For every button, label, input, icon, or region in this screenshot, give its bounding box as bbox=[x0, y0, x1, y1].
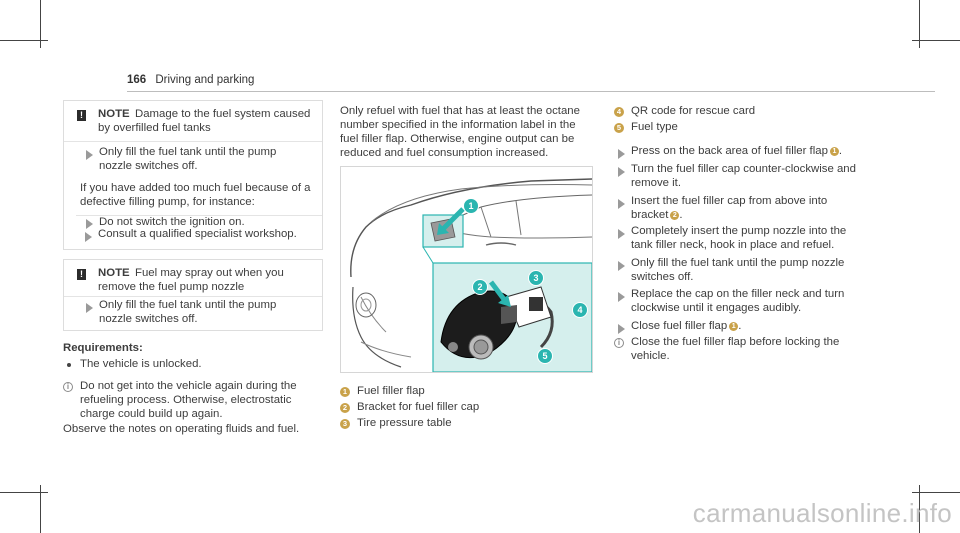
step-line: Do not switch the ignition on. bbox=[99, 216, 245, 228]
step-line: remove it. bbox=[631, 177, 682, 189]
figure-callout-2: 2 bbox=[472, 279, 488, 295]
step-arrow-icon bbox=[86, 150, 93, 160]
step-arrow-icon bbox=[85, 232, 92, 242]
figure-callout-3: 3 bbox=[528, 270, 544, 286]
car-fuel-flap-illustration bbox=[350, 178, 593, 373]
info-line: Do not get into the vehicle again during… bbox=[80, 380, 297, 392]
crop-mark bbox=[919, 485, 920, 533]
page-header: 166 Driving and parking bbox=[127, 74, 254, 86]
step-arrow-icon bbox=[618, 199, 625, 209]
step-arrow-icon bbox=[86, 303, 93, 313]
step-line: clockwise until it engages audibly. bbox=[631, 302, 802, 314]
step-ref: 1 bbox=[829, 147, 839, 156]
note-paragraph: If you have added too much fuel because … bbox=[80, 182, 311, 194]
step-arrow-icon bbox=[618, 167, 625, 177]
step-line: Replace the cap on the filler neck and t… bbox=[631, 288, 845, 300]
page-number: 166 bbox=[127, 74, 147, 86]
bullet-icon bbox=[67, 363, 71, 367]
legend-text: Tire pressure table bbox=[357, 417, 452, 429]
step-suffix: . bbox=[679, 209, 683, 221]
step-arrow-icon bbox=[618, 292, 625, 302]
crop-mark bbox=[912, 40, 960, 41]
step-arrow-icon bbox=[618, 261, 625, 271]
note-title: NOTE bbox=[98, 108, 130, 120]
header-rule bbox=[127, 91, 935, 92]
warning-icon: ! bbox=[77, 110, 86, 121]
note-box-overfill: ! NOTE Damage to the fuel system caused … bbox=[63, 100, 323, 250]
info-line: refueling process. Otherwise, electrosta… bbox=[80, 394, 292, 406]
step-arrow-icon bbox=[618, 229, 625, 239]
crop-mark bbox=[912, 492, 960, 493]
step-line: Only fill the fuel tank until the pump bbox=[99, 146, 277, 158]
note-line: Damage to the fuel system caused bbox=[135, 108, 311, 120]
legend-number: 1 bbox=[340, 387, 350, 397]
legend-text: Fuel filler flap bbox=[357, 385, 425, 397]
step-text: Press on the back area of fuel filler fl… bbox=[631, 145, 828, 157]
info-icon: i bbox=[614, 338, 624, 348]
requirement-item: The vehicle is unlocked. bbox=[80, 358, 202, 370]
legend-text: Bracket for fuel filler cap bbox=[357, 401, 480, 413]
crop-mark bbox=[40, 485, 41, 533]
divider bbox=[76, 215, 322, 216]
step-text: bracket bbox=[631, 209, 669, 221]
legend-text: Fuel type bbox=[631, 121, 678, 133]
observe-text: Observe the notes on operating fluids an… bbox=[63, 423, 300, 435]
note-line: Fuel may spray out when you bbox=[135, 267, 284, 279]
crop-mark bbox=[0, 40, 48, 41]
info-line: charge could build up again. bbox=[80, 408, 223, 420]
step-line: Completely insert the pump nozzle into t… bbox=[631, 225, 847, 237]
legend-number: 2 bbox=[340, 403, 350, 413]
divider bbox=[64, 296, 322, 297]
crop-mark bbox=[40, 0, 41, 48]
step-ref: 2 bbox=[670, 211, 680, 220]
figure-callout-1: 1 bbox=[463, 198, 479, 214]
watermark: carmanualsonline.info bbox=[692, 498, 952, 528]
step-suffix: . bbox=[838, 145, 843, 157]
note-box-spray: ! NOTE Fuel may spray out when you remov… bbox=[63, 259, 323, 331]
step-line: nozzle switches off. bbox=[99, 160, 198, 172]
crop-mark bbox=[0, 492, 48, 493]
note-line: remove the fuel pump nozzle bbox=[98, 281, 245, 293]
step-text: Close fuel filler flap bbox=[631, 320, 728, 332]
note-title: NOTE bbox=[98, 267, 130, 279]
info-line: vehicle. bbox=[631, 350, 670, 362]
step-line: switches off. bbox=[631, 271, 694, 283]
figure-callout-5: 5 bbox=[537, 348, 553, 364]
legend-number: 5 bbox=[614, 123, 624, 133]
note-line: by overfilled fuel tanks bbox=[98, 122, 211, 134]
step-suffix: . bbox=[738, 320, 742, 332]
fuel-filler-figure: 1 2 3 4 5 bbox=[340, 166, 593, 373]
step-line: Press on the back area of fuel filler fl… bbox=[631, 144, 842, 158]
step-ref: 1 bbox=[729, 322, 739, 331]
note-paragraph: defective filling pump, for instance: bbox=[80, 196, 255, 208]
step-line: Only fill the fuel tank until the pump n… bbox=[631, 257, 845, 269]
step-arrow-icon bbox=[618, 324, 625, 334]
step-line: tank filler neck, hook in place and refu… bbox=[631, 239, 835, 251]
legend-text: QR code for rescue card bbox=[631, 105, 756, 117]
step-arrow-icon bbox=[618, 149, 625, 159]
info-icon: i bbox=[63, 382, 73, 392]
intro-line: fuel filler flap. Otherwise, engine outp… bbox=[340, 133, 575, 145]
intro-line: Only refuel with fuel that has at least … bbox=[340, 105, 580, 117]
requirements-title: Requirements: bbox=[63, 342, 143, 354]
step-line: Insert the fuel filler cap from above in… bbox=[631, 195, 828, 207]
step-line: Consult a qualified specialist workshop. bbox=[98, 228, 297, 240]
step-line: nozzle switches off. bbox=[99, 313, 198, 325]
section-title: Driving and parking bbox=[155, 74, 255, 86]
warning-icon: ! bbox=[77, 269, 86, 280]
legend-number: 4 bbox=[614, 107, 624, 117]
divider bbox=[64, 141, 322, 142]
crop-mark bbox=[919, 0, 920, 48]
step-line: Only fill the fuel tank until the pump bbox=[99, 299, 277, 311]
intro-line: reduced and fuel consumption increased. bbox=[340, 147, 549, 159]
legend-number: 3 bbox=[340, 419, 350, 429]
intro-line: number specified in the information labe… bbox=[340, 119, 576, 131]
step-arrow-icon bbox=[86, 219, 93, 229]
figure-callout-4: 4 bbox=[572, 302, 588, 318]
step-line: Turn the fuel filler cap counter-clockwi… bbox=[631, 163, 856, 175]
info-line: Close the fuel filler flap before lockin… bbox=[631, 336, 840, 348]
